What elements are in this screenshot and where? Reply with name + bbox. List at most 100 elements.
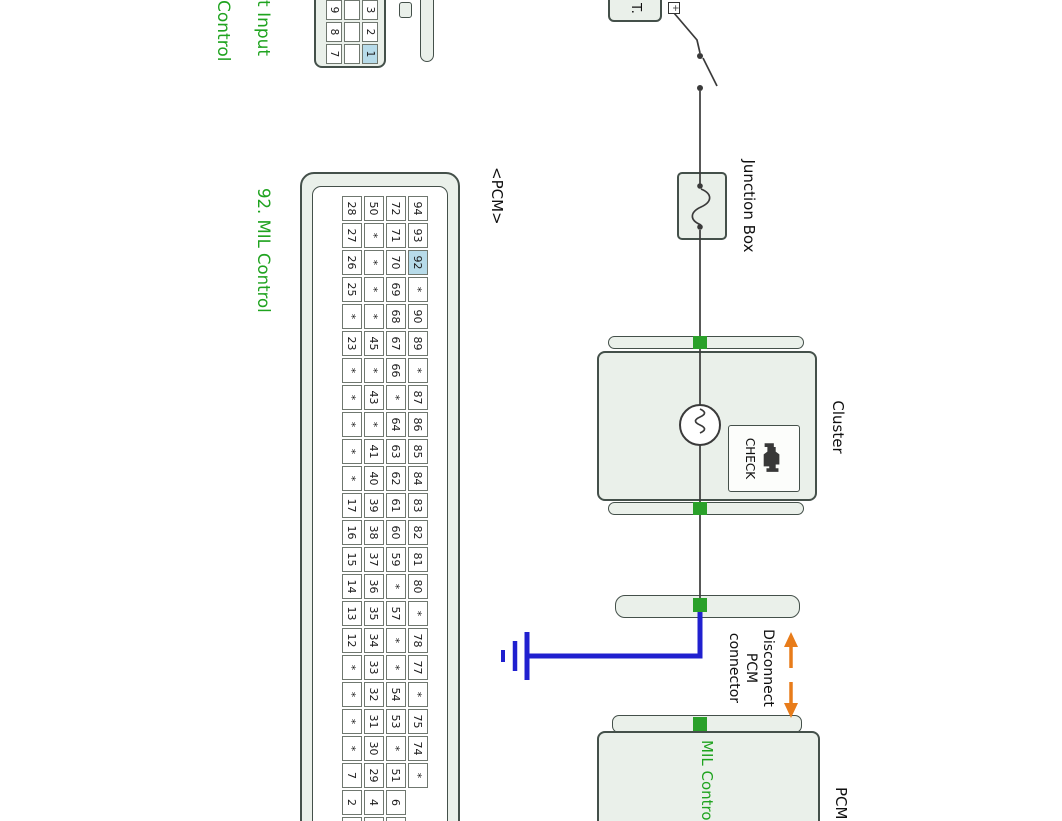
pin-cell-32: 32 [364, 682, 384, 707]
pin-cell-7: 7 [326, 44, 342, 64]
pin-cell-unused: * [342, 439, 362, 464]
pin-cell-33: 33 [364, 655, 384, 680]
cluster-label: Cluster [829, 400, 847, 454]
pin-cell-75: 75 [408, 709, 428, 734]
pin-cell-86: 86 [408, 412, 428, 437]
pcm-pin-function-label: MIL Control [698, 740, 716, 821]
pin-cell-unused: * [342, 412, 362, 437]
pin-cell-39: 39 [364, 493, 384, 518]
pin-cell-80: 80 [408, 574, 428, 599]
pin-cell-unused: * [364, 250, 384, 275]
pin-cell-67: 67 [386, 331, 406, 356]
pin-cell-29: 29 [364, 763, 384, 788]
pin-cell-77: 77 [408, 655, 428, 680]
pin-cell-unused: * [408, 763, 428, 788]
pin-cell-unused: * [342, 655, 362, 680]
pin-cell-61: 61 [386, 493, 406, 518]
pin-cell-54: 54 [386, 682, 406, 707]
check-engine-indicator: CHECK [728, 425, 800, 492]
pin-cell-50: 50 [364, 196, 384, 221]
pin-cell-blank [344, 44, 360, 64]
pin-cell-37: 37 [364, 547, 384, 572]
pin-cell-4: 4 [364, 790, 384, 815]
pin-cell-unused: * [386, 574, 406, 599]
pin-cell-8: 8 [326, 22, 342, 42]
pin-cell-15: 15 [342, 547, 362, 572]
pin-cell-unused: * [342, 385, 362, 410]
pin-cell-53: 53 [386, 709, 406, 734]
pcm-label: PCM [832, 787, 850, 820]
harness-connector-tab [693, 598, 707, 612]
pin-cell-12: 12 [342, 628, 362, 653]
power-source-label: T. [628, 3, 644, 14]
terminal-icon: + [668, 2, 680, 14]
small-connector-ridge [420, 0, 434, 62]
pin-cell-28: 28 [342, 196, 362, 221]
pin-cell-17: 17 [342, 493, 362, 518]
pin-cell-unused: * [342, 709, 362, 734]
pin-cell-92: 92 [408, 250, 428, 275]
pin-cell-68: 68 [386, 304, 406, 329]
switch-icon [697, 53, 718, 91]
pin-cell-unused: * [364, 277, 384, 302]
disconnect-note-line1: Disconnect [760, 629, 776, 707]
pin-cell-blank [344, 0, 360, 20]
check-engine-icon [764, 442, 780, 472]
check-label: CHECK [743, 437, 758, 480]
pin-cell-71: 71 [386, 223, 406, 248]
pin-cell-unused: * [342, 682, 362, 707]
pin-cell-60: 60 [386, 520, 406, 545]
pin-cell-70: 70 [386, 250, 406, 275]
pin-cell-78: 78 [408, 628, 428, 653]
section-heading: 92. MIL Control [254, 188, 273, 313]
pcm-connector-tag: <PCM> [488, 167, 506, 225]
pin-cell-74: 74 [408, 736, 428, 761]
ground-icon [501, 632, 530, 680]
pin-cell-89: 89 [408, 331, 428, 356]
pin-cell-34: 34 [364, 628, 384, 653]
pin-cell-14: 14 [342, 574, 362, 599]
pin-cell-51: 51 [386, 763, 406, 788]
pin-cell-64: 64 [386, 412, 406, 437]
pin-cell-6: 6 [386, 790, 406, 815]
pin-cell-unused: * [342, 736, 362, 761]
pin-cell-unused: * [408, 601, 428, 626]
pin-cell-2: 2 [362, 22, 378, 42]
disconnect-arrows-icon [784, 632, 798, 718]
pin-cell-23: 23 [342, 331, 362, 356]
pin-cell-93: 93 [408, 223, 428, 248]
pin-cell-blank [344, 22, 360, 42]
pin-cell-13: 13 [342, 601, 362, 626]
pin-cell-unused: * [386, 628, 406, 653]
pin-cell-84: 84 [408, 466, 428, 491]
pin-cell-3: 3 [364, 817, 384, 821]
empty-slot [408, 817, 428, 821]
pin-cell-69: 69 [386, 277, 406, 302]
pin-cell-63: 63 [386, 439, 406, 464]
pin-cell-7: 7 [342, 763, 362, 788]
pin-cell-27: 27 [342, 223, 362, 248]
pin-cell-1: 1 [362, 44, 378, 64]
disconnect-note-line3: connector [726, 632, 742, 704]
pin-cell-85: 85 [408, 439, 428, 464]
pin-cell-72: 72 [386, 196, 406, 221]
pin-cell-45: 45 [364, 331, 384, 356]
disconnect-note-line2: PCM [743, 652, 759, 684]
pin-cell-16: 16 [342, 520, 362, 545]
disconnect-note: Disconnect PCM connector [725, 606, 776, 730]
pin-cell-unused: * [386, 736, 406, 761]
pin-cell-57: 57 [386, 601, 406, 626]
previous-section-caption-line2: Control [213, 0, 233, 62]
pin-cell-unused: * [364, 358, 384, 383]
pin-cell-38: 38 [364, 520, 384, 545]
pin-cell-83: 83 [408, 493, 428, 518]
pin-cell-unused: * [342, 358, 362, 383]
pin-cell-unused: * [386, 385, 406, 410]
pin-cell-unused: * [408, 277, 428, 302]
pin-cell-unused: * [342, 304, 362, 329]
junction-box [677, 172, 727, 240]
pin-cell-unused: * [364, 304, 384, 329]
